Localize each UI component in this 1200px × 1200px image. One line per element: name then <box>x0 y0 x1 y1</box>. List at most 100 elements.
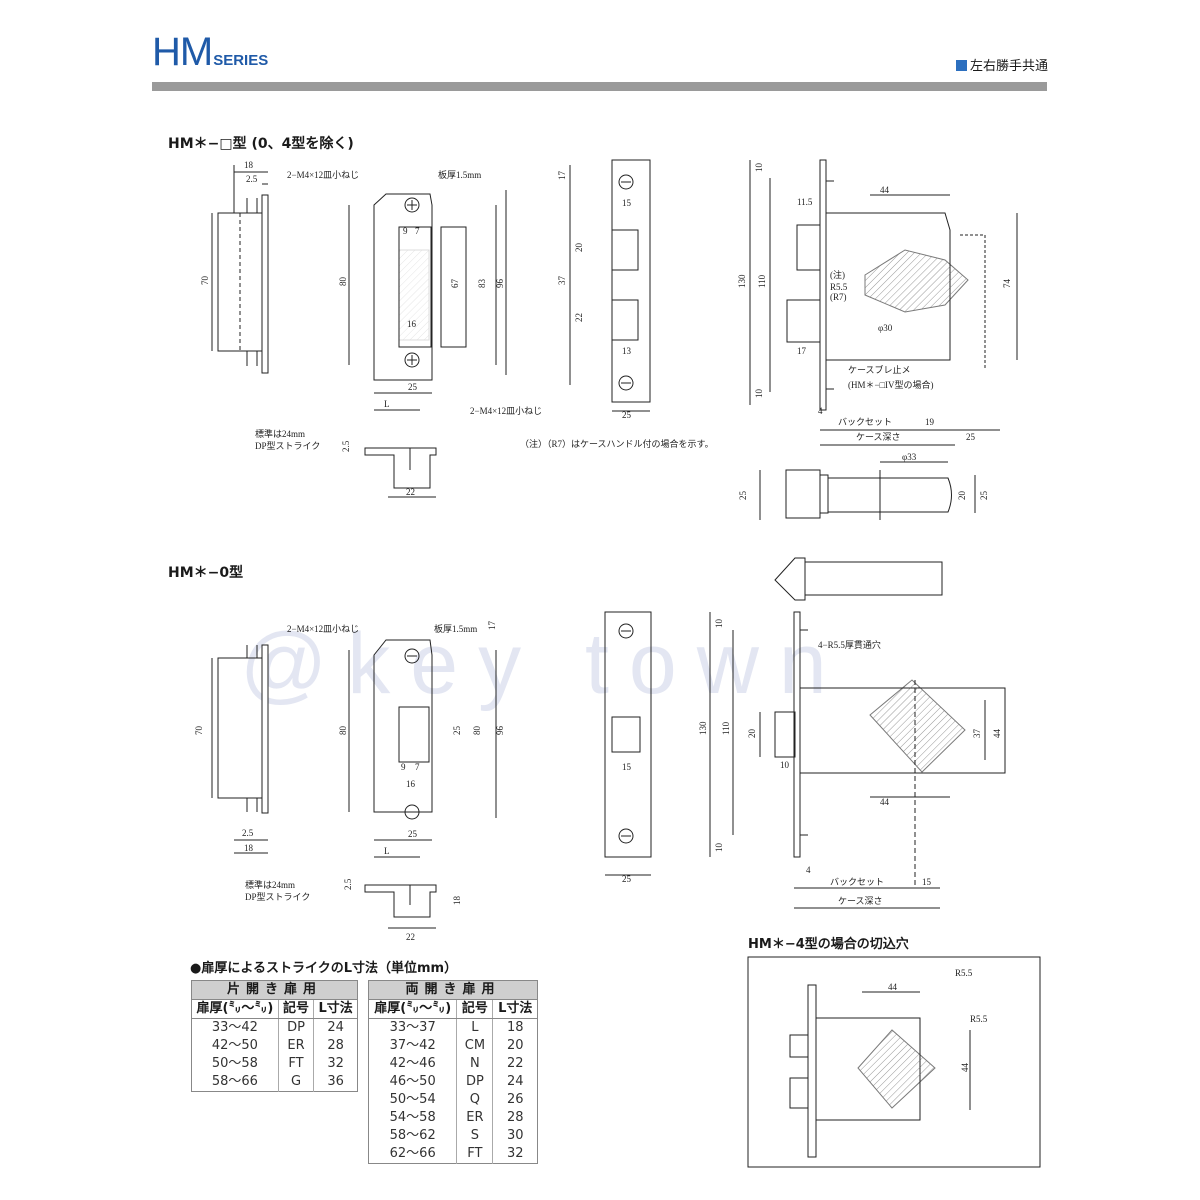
strike-front-view-bottom <box>348 639 497 858</box>
cell: 22 <box>506 1056 524 1071</box>
cell: 18 <box>506 1020 524 1035</box>
dim-10b: 10 <box>754 389 764 399</box>
dim-18: 18 <box>244 160 254 170</box>
cell: 33〜37 <box>368 1018 458 1037</box>
dim-11-5: 11.5 <box>797 197 813 207</box>
single-table-group: 片開き扉用 <box>191 980 358 1000</box>
dim-2-5c: 2.5 <box>242 828 254 838</box>
cell: 58〜66 <box>191 1073 279 1092</box>
cell: DP <box>456 1073 494 1091</box>
lock-case-top <box>749 159 1018 446</box>
cell: 42〜46 <box>368 1055 458 1073</box>
series-suffix: SERIES <box>213 52 269 69</box>
double-col-L: L寸法 <box>492 999 538 1019</box>
single-col-L: L寸法 <box>313 999 358 1019</box>
header-rule <box>152 82 1047 91</box>
section-title-cutout: HM＊−4型の場合の切込穴 <box>748 937 909 952</box>
table-title: ●扉厚によるストライクのL寸法（単位mm） <box>190 961 458 976</box>
dim-130b: 130 <box>698 721 708 735</box>
common-label: 左右勝手共通 <box>955 55 1048 74</box>
cell: G <box>278 1073 315 1092</box>
dim-37: 37 <box>557 276 567 286</box>
dim-130: 130 <box>737 274 747 288</box>
dim-2-5: 2.5 <box>246 174 258 184</box>
dim-44e: 44 <box>960 1063 970 1073</box>
plate-note-bottom: 板厚1.5mm <box>434 623 477 634</box>
cell: 32 <box>506 1146 524 1161</box>
lock-case-top-view <box>759 461 976 520</box>
cell: 33〜42 <box>191 1018 279 1037</box>
cell: 32 <box>327 1056 344 1071</box>
dim-17c: 17 <box>487 621 497 631</box>
plate-note-top: 板厚1.5mm <box>438 169 481 180</box>
screw-note-front: 2−M4×12皿小ねじ <box>470 406 542 416</box>
case-depth-label-2: ケース深さ <box>838 896 883 906</box>
cell: FT <box>456 1145 494 1164</box>
dim-44d: 44 <box>888 982 898 992</box>
series-name: HM <box>152 30 213 74</box>
cell: 24 <box>506 1074 524 1089</box>
faceplate-bottom <box>604 611 652 876</box>
dim-2-5d: 2.5 <box>343 878 353 890</box>
r5-5-label: R5.5 <box>830 282 848 292</box>
dim-96b: 96 <box>495 726 505 736</box>
through-hole-note: 4−R5.5厚貫通穴 <box>818 639 881 650</box>
dim-44b: 44 <box>992 729 1002 739</box>
dp-strike-top <box>364 447 437 498</box>
r5-5-cutout-1: R5.5 <box>955 968 973 978</box>
watermark: @key town <box>240 616 847 712</box>
dim-80b: 80 <box>338 726 348 736</box>
single-col-code: 記号 <box>278 999 315 1019</box>
strike-side-view-bottom <box>211 644 269 854</box>
dim-4: 4 <box>818 406 823 416</box>
dim-25g: 25 <box>622 874 632 884</box>
cell: 36 <box>327 1074 344 1089</box>
cell: 24 <box>327 1020 344 1035</box>
dim-70b: 70 <box>194 726 204 736</box>
cutout-detail <box>747 956 1041 1168</box>
dim-22b: 22 <box>574 313 584 322</box>
cell: S <box>456 1127 494 1145</box>
cell: N <box>456 1055 494 1073</box>
cell: 37〜42 <box>368 1037 458 1055</box>
screw-note-top: 2−M4×12皿小ねじ <box>287 170 359 180</box>
dim-10c: 10 <box>714 619 724 629</box>
dim-18c: 18 <box>452 896 462 906</box>
double-col-thickness: 扉厚(㍉〜㍉) <box>368 999 458 1019</box>
dim-25b: 25 <box>622 410 632 420</box>
dim-16b: 16 <box>406 779 416 789</box>
case-stop-note-2: (HM＊−□IV型の場合) <box>848 379 934 390</box>
phi33-label: φ33 <box>902 452 917 462</box>
dim-70: 70 <box>200 276 210 286</box>
dim-17b: 17 <box>797 346 807 356</box>
dim-22c: 22 <box>406 932 415 942</box>
dim-23: 25 <box>738 491 748 501</box>
dp-strike-note: DP型ストライク <box>255 441 320 451</box>
note-label: (注) <box>830 269 845 280</box>
faceplate-top <box>569 159 651 412</box>
dim-10e: 10 <box>714 843 724 853</box>
phi30-label: φ30 <box>878 323 893 333</box>
common-label-text: 左右勝手共通 <box>969 59 1048 74</box>
dim-L: L <box>384 399 390 409</box>
cell: Q <box>456 1091 494 1109</box>
cell: 58〜62 <box>368 1127 458 1145</box>
backset-label-2: バックセット <box>830 877 884 887</box>
dim-25c: 25 <box>966 432 976 442</box>
case-depth-label: ケース深さ <box>856 432 901 442</box>
cell: 30 <box>506 1128 524 1143</box>
cell: 54〜58 <box>368 1109 458 1127</box>
dim-83: 83 <box>477 279 487 289</box>
dimension-labels: 18 2.5 70 2−M4×12皿小ねじ 板厚1.5mm 80 9 7 67 … <box>194 160 1012 1072</box>
double-col-code: 記号 <box>456 999 494 1019</box>
cell: 62〜66 <box>368 1145 458 1164</box>
